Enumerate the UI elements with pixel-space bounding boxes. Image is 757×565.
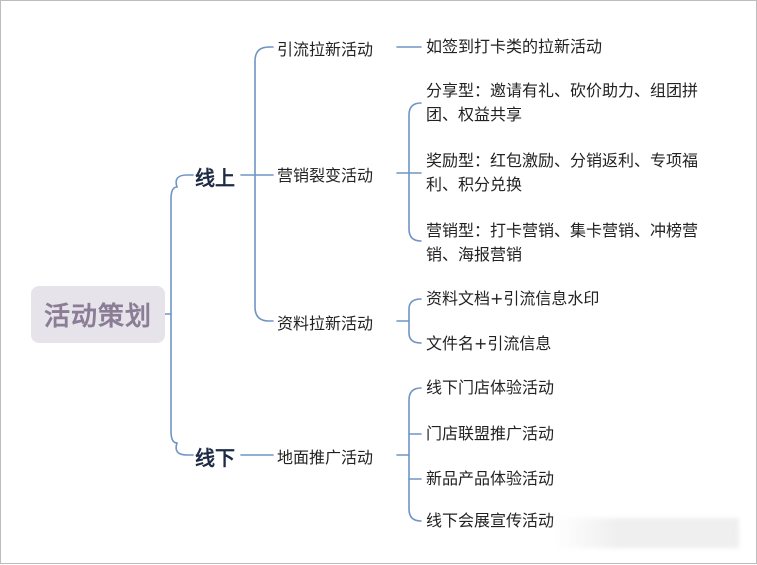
leaf-exhibition: 线下会展宣传活动 xyxy=(426,511,555,530)
node-offline: 线下 xyxy=(195,446,235,470)
leaf-new-product: 新品产品体验活动 xyxy=(426,469,555,488)
leaf-filename-info: 文件名+引流信息 xyxy=(426,334,552,353)
leaf-document-watermark: 资料文档+引流信息水印 xyxy=(426,289,600,308)
watermark-overlay xyxy=(553,518,739,548)
node-traffic-acquisition: 引流拉新活动 xyxy=(277,40,374,59)
node-material-acquisition: 资料拉新活动 xyxy=(277,314,374,333)
leaf-share-type: 分享型：邀请有礼、砍价助力、组团拼团、权益共享 xyxy=(426,81,699,124)
leaf-marketing-type: 营销型：打卡营销、集卡营销、冲榜营销、海报营销 xyxy=(426,221,699,264)
node-online: 线上 xyxy=(195,166,235,190)
leaf-reward-type: 奖励型：红包激励、分销返利、专项福利、积分兑换 xyxy=(426,151,699,194)
leaf-checkin: 如签到打卡类的拉新活动 xyxy=(426,37,603,56)
leaf-store-alliance: 门店联盟推广活动 xyxy=(426,424,555,443)
root-node: 活动策划 xyxy=(31,286,165,343)
node-viral-marketing: 营销裂变活动 xyxy=(277,166,374,185)
leaf-store-experience: 线下门店体验活动 xyxy=(426,378,555,397)
node-ground-promotion: 地面推广活动 xyxy=(277,448,374,467)
